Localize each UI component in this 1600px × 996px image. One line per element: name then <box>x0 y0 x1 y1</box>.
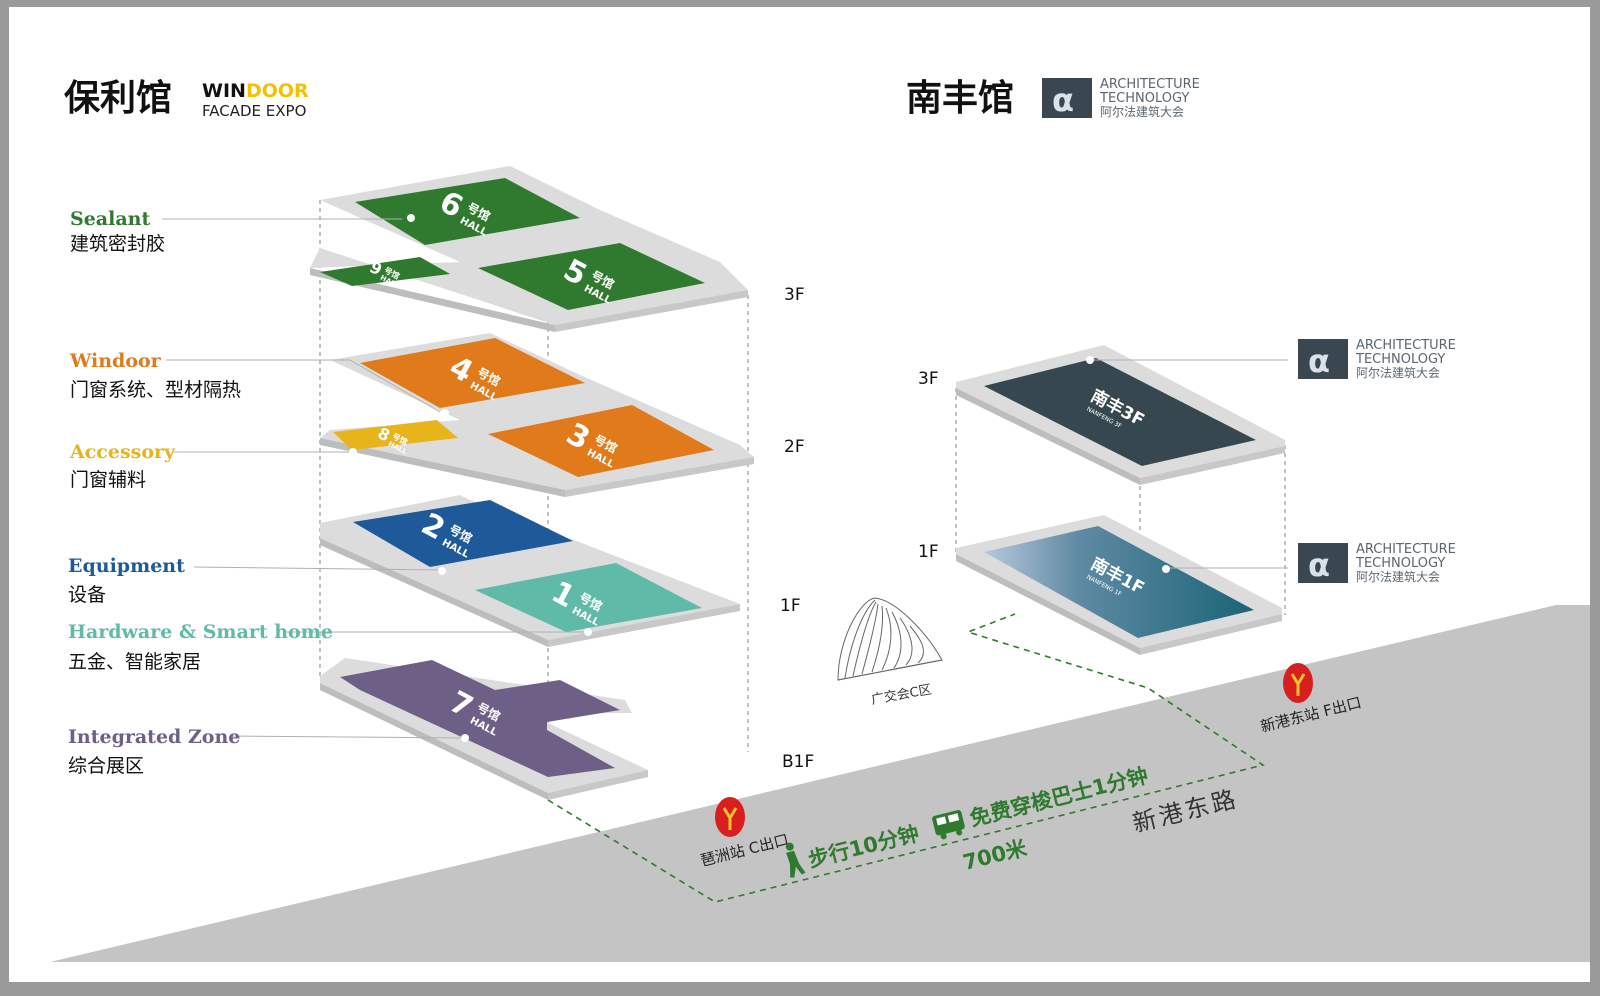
floor-1f <box>320 495 740 647</box>
svg-text:TECHNOLOGY: TECHNOLOGY <box>1099 91 1189 106</box>
alpha-logo-1f: α ARCHITECTURE TECHNOLOGY 阿尔法建筑大会 <box>1298 542 1456 584</box>
hall-6[interactable] <box>355 178 580 245</box>
poly-floor-labels: 3F 2F 1F B1F <box>780 285 814 772</box>
alpha-icon: α <box>1308 342 1330 380</box>
hall-2[interactable] <box>353 500 573 567</box>
category-accessory-en: Accessory <box>69 441 176 463</box>
floor-label-2f: 2F <box>784 437 805 457</box>
svg-text:阿尔法建筑大会: 阿尔法建筑大会 <box>1356 365 1440 380</box>
metro-xingangdong <box>1283 663 1313 703</box>
alpha-icon: α <box>1052 81 1074 119</box>
svg-text:ARCHITECTURE: ARCHITECTURE <box>1356 338 1456 353</box>
category-equipment-cn: 设备 <box>68 584 106 606</box>
category-legend: Sealant 建筑密封胶 Windoor 门窗系统、型材隔热 Accessor… <box>68 208 333 777</box>
hall-5-label: 5 号馆 HALL <box>558 253 617 307</box>
road <box>50 605 1590 962</box>
nanfeng-floor-3f <box>956 345 1285 485</box>
alpha-logo-3f: α ARCHITECTURE TECHNOLOGY 阿尔法建筑大会 <box>1298 338 1456 380</box>
windoor-brand-a: WINDOOR <box>202 80 309 102</box>
hall-3[interactable] <box>488 405 714 477</box>
nanfeng-1f-dot <box>1162 565 1170 573</box>
floor-label-3f: 3F <box>784 285 805 305</box>
route-line <box>547 613 1265 903</box>
floor-3f <box>310 166 748 332</box>
category-hardware-en: Hardware & Smart home <box>68 621 333 643</box>
nanfeng-hall-1f[interactable] <box>984 526 1254 638</box>
windoor-brand-b: FACADE EXPO <box>202 102 306 120</box>
category-integrated-en: Integrated Zone <box>68 726 240 748</box>
hall-1[interactable] <box>475 563 702 632</box>
nanfeng-hall-3f[interactable] <box>984 358 1256 466</box>
nanfeng-floor-label-3f: 3F <box>918 369 939 389</box>
category-windoor-en: Windoor <box>69 350 162 372</box>
hall-8[interactable] <box>333 420 458 450</box>
svg-text:阿尔法建筑大会: 阿尔法建筑大会 <box>1100 104 1184 119</box>
category-integrated-cn: 综合展区 <box>68 755 144 777</box>
svg-text:TECHNOLOGY: TECHNOLOGY <box>1355 556 1445 571</box>
hall-5[interactable] <box>478 243 705 310</box>
leader-lines <box>162 218 588 739</box>
nanfeng-guides <box>955 388 1286 648</box>
hall-3-label: 3 号馆 HALL <box>561 417 620 471</box>
category-sealant-en: Sealant <box>70 208 150 230</box>
metro-pazhou <box>715 797 745 837</box>
category-equipment-en: Equipment <box>68 555 185 577</box>
leader-dots <box>349 214 592 742</box>
canton-fair-landmark-icon <box>837 597 943 681</box>
walk-icon <box>785 842 806 878</box>
category-hardware-cn: 五金、智能家居 <box>68 651 201 673</box>
hall-4[interactable] <box>360 338 585 408</box>
hall-7[interactable] <box>340 660 620 777</box>
hall-4-label: 4 号馆 HALL <box>444 350 503 404</box>
floor-label-b1f: B1F <box>782 752 814 772</box>
poly-pavilion-title: 保利馆 <box>64 78 172 119</box>
alpha-icon: α <box>1308 546 1330 584</box>
nanfeng-floor-labels: 3F 1F <box>918 369 939 562</box>
category-windoor-cn: 门窗系统、型材隔热 <box>70 379 241 401</box>
floor-b1f <box>320 658 648 800</box>
alpha-logo-header: α ARCHITECTURE TECHNOLOGY 阿尔法建筑大会 <box>1042 77 1200 119</box>
floor-2f <box>320 333 754 497</box>
category-sealant-cn: 建筑密封胶 <box>70 233 165 255</box>
svg-text:ARCHITECTURE: ARCHITECTURE <box>1100 77 1200 92</box>
svg-text:ARCHITECTURE: ARCHITECTURE <box>1356 542 1456 557</box>
floor-label-1f: 1F <box>780 596 801 616</box>
nanfeng-leaders <box>1090 359 1288 569</box>
nanfeng-floor-1f <box>956 515 1282 655</box>
category-accessory-cn: 门窗辅料 <box>70 469 146 491</box>
svg-text:TECHNOLOGY: TECHNOLOGY <box>1355 352 1445 367</box>
bus-icon <box>932 810 965 840</box>
svg-text:阿尔法建筑大会: 阿尔法建筑大会 <box>1356 569 1440 584</box>
nanfeng-pavilion-title: 南丰馆 <box>906 78 1014 119</box>
nanfeng-3f-dot <box>1086 356 1094 364</box>
nanfeng-floor-label-1f: 1F <box>918 542 939 562</box>
hall-9[interactable] <box>320 257 450 286</box>
